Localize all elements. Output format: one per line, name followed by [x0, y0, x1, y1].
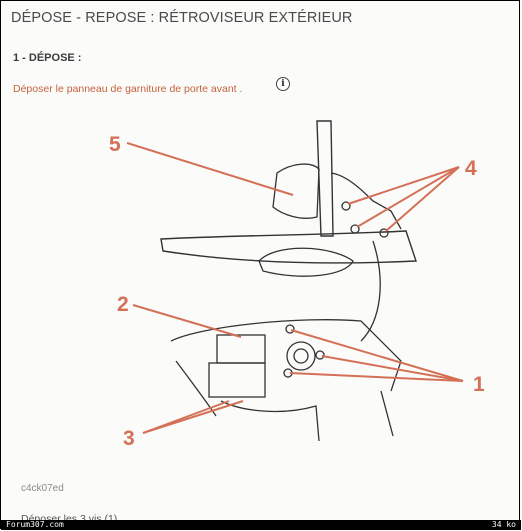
- page-title: DÉPOSE - REPOSE : RÉTROVISEUR EXTÉRIEUR: [11, 10, 353, 26]
- callout-1: 1: [473, 373, 485, 396]
- callout-5: 5: [109, 133, 121, 156]
- instruction-link[interactable]: Déposer le panneau de garniture de porte…: [13, 83, 243, 95]
- callout-4: 4: [465, 157, 477, 180]
- callout-2: 2: [117, 293, 129, 316]
- section-heading: 1 - DÉPOSE :: [13, 52, 82, 64]
- callout-numbers: 5 4 2 1 3: [109, 133, 485, 450]
- callout-leaders: [126, 142, 464, 434]
- footer-file-size: 34 ko: [491, 520, 516, 529]
- callout-3: 3: [123, 427, 135, 450]
- mirror-mechanism: [170, 319, 402, 442]
- mirror-diagram: 5 4 2 1 3: [109, 120, 485, 450]
- door-frame: [160, 120, 417, 264]
- reference-code: c4ck07ed: [21, 483, 64, 494]
- info-icon[interactable]: i: [276, 77, 290, 91]
- footer-bar: Forum307.com 34 ko: [1, 520, 521, 530]
- mirror-trim: [258, 163, 402, 342]
- footer-site: Forum307.com: [6, 520, 64, 529]
